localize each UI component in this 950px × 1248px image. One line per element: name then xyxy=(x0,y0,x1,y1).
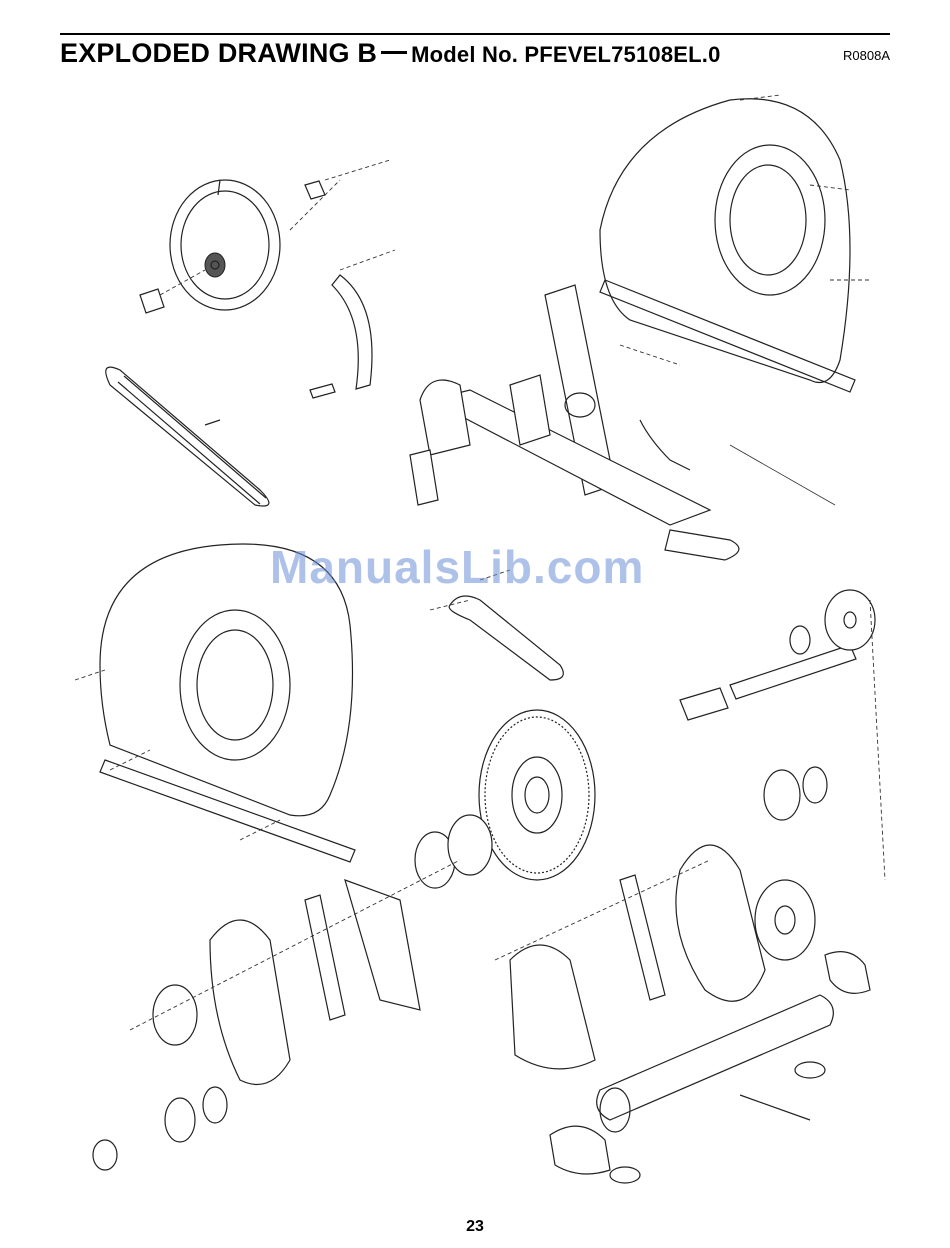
brake-arc xyxy=(310,250,395,398)
right-shield xyxy=(600,95,870,392)
drive-gear xyxy=(479,710,595,880)
crank-axle xyxy=(680,590,885,880)
title-model: Model No. PFEVEL75108EL.0 xyxy=(411,42,720,67)
title-dash xyxy=(381,51,407,54)
page-number: 23 xyxy=(0,1218,950,1236)
header-rule xyxy=(60,33,890,35)
left-crank-covers xyxy=(93,815,492,1170)
title-main: EXPLODED DRAWING B xyxy=(60,38,377,68)
watermark: ManualsLib.com xyxy=(270,540,644,594)
reference-code: R0808A xyxy=(843,48,890,63)
page-header: EXPLODED DRAWING B Model No. PFEVEL75108E… xyxy=(60,38,890,70)
drive-belt xyxy=(106,367,269,506)
exploded-drawing xyxy=(40,80,920,1200)
page-title: EXPLODED DRAWING B Model No. PFEVEL75108E… xyxy=(60,38,721,69)
